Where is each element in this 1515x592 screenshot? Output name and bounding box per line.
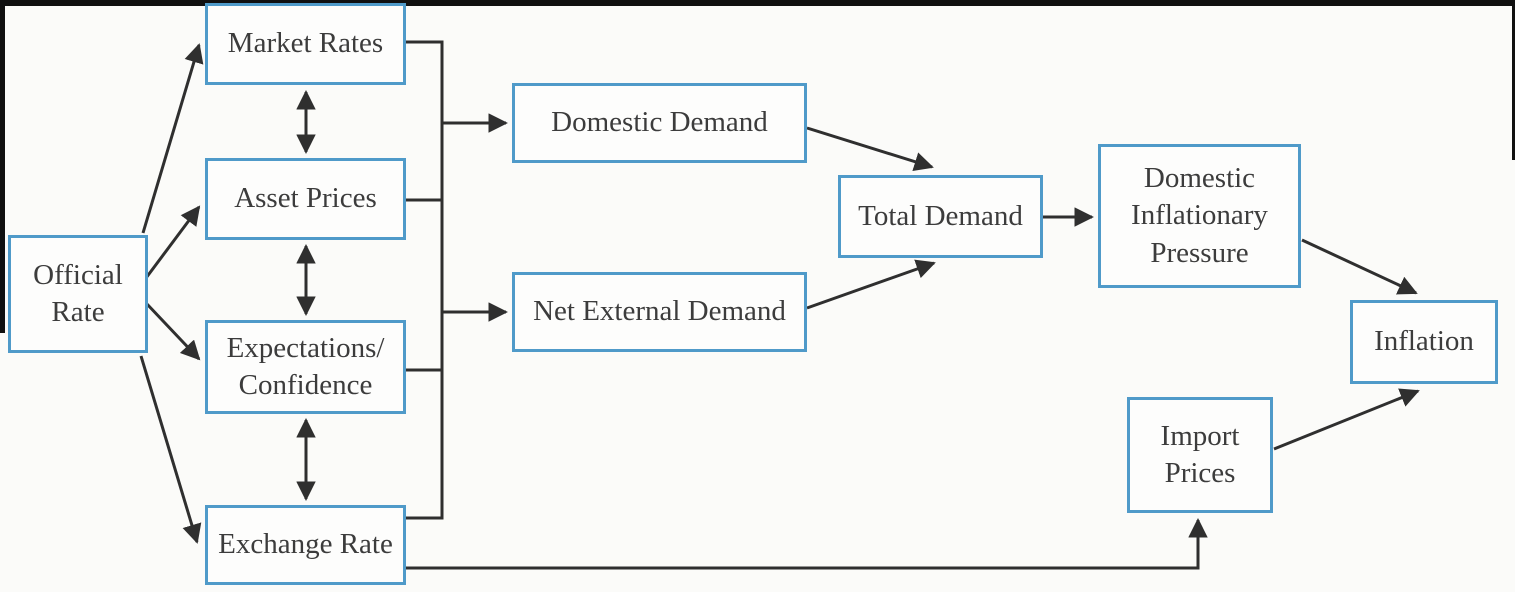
edge-official-rate-to-exchange-rate	[139, 355, 202, 544]
node-net-external-demand-label: Net External Demand	[533, 295, 786, 328]
node-inflation: Inflation	[1350, 300, 1498, 384]
left-border-bar	[0, 0, 5, 333]
node-total-demand: Total Demand	[838, 175, 1043, 258]
node-domestic-demand: Domestic Demand	[512, 83, 807, 163]
node-official-rate-label: Official Rate	[33, 258, 123, 328]
edge-official-rate-to-market-rates	[141, 43, 204, 234]
node-net-external-demand: Net External Demand	[512, 272, 807, 352]
edge-inflationary-pressure-to-inflation	[1301, 238, 1418, 295]
edge-import-prices-to-inflation	[1273, 388, 1420, 451]
node-exchange-rate: Exchange Rate	[205, 505, 406, 585]
node-market-rates-label: Market Rates	[227, 27, 384, 60]
edge-net-external-demand-to-total-demand	[806, 259, 936, 310]
right-border-line	[1512, 0, 1515, 160]
node-inflation-label: Inflation	[1374, 325, 1474, 358]
node-import-prices: Import Prices	[1127, 397, 1273, 513]
node-expectations-confidence: Expectations/ Confidence	[205, 320, 406, 414]
node-domestic-inflationary-pressure: Domestic Inflationary Pressure	[1098, 144, 1301, 288]
edge-domestic-demand-to-total-demand	[806, 126, 934, 172]
edge-official-rate-to-expectations	[144, 301, 201, 361]
node-asset-prices-label: Asset Prices	[234, 182, 377, 215]
node-exchange-rate-label: Exchange Rate	[218, 528, 393, 561]
node-official-rate: Official Rate	[8, 235, 148, 353]
edge-official-rate-to-asset-prices	[144, 205, 201, 279]
node-domestic-inflationary-pressure-label: Domestic Inflationary Pressure	[1131, 162, 1268, 269]
node-expectations-confidence-label: Expectations/ Confidence	[226, 331, 385, 401]
node-market-rates: Market Rates	[205, 3, 406, 85]
node-import-prices-label: Import Prices	[1160, 419, 1240, 489]
node-asset-prices: Asset Prices	[205, 158, 406, 240]
edge-exchange-rate-to-import-prices	[406, 518, 1208, 570]
node-total-demand-label: Total Demand	[858, 199, 1023, 232]
trunk-connector-line	[406, 40, 444, 520]
top-border-bar	[0, 0, 1515, 6]
node-domestic-demand-label: Domestic Demand	[551, 106, 768, 139]
